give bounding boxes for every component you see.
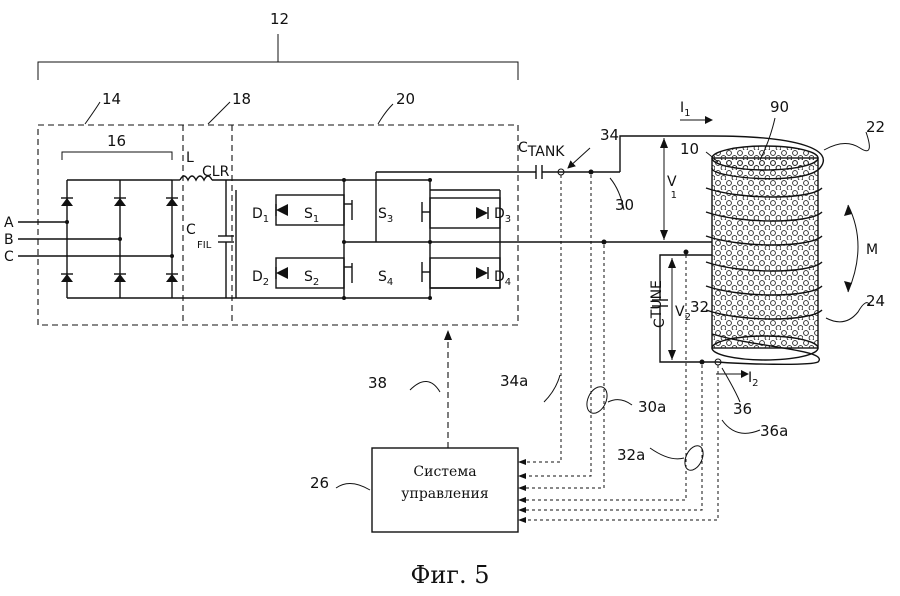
cap-fil-C: C — [186, 222, 196, 238]
power-supply-blocks: 14 18 20 — [37, 90, 519, 326]
ref-34: 34 — [600, 126, 619, 144]
ref-20: 20 — [396, 90, 415, 108]
ref-32a: 32a — [617, 446, 645, 464]
ref-38: 38 — [368, 374, 387, 392]
cap-tune: CTUNE — [649, 280, 668, 328]
cap-fil-sub: FIL — [197, 240, 212, 251]
workpiece-coil: M 90 10 22 24 — [680, 98, 885, 365]
figure-caption: Фиг. 5 — [410, 561, 489, 589]
phase-b-label: B — [4, 232, 14, 248]
mutual-M: M — [866, 242, 878, 258]
ref-14: 14 — [102, 90, 121, 108]
bracket-12: 12 — [37, 10, 519, 80]
inductor-L: L — [186, 150, 194, 166]
control-label-line2: управления — [401, 486, 489, 502]
switch-3: S3 — [378, 206, 393, 225]
ref-18: 18 — [232, 90, 251, 108]
ref-12: 12 — [270, 10, 289, 28]
filter-lc: L CLR C FIL — [172, 150, 344, 299]
control-label-line1: Система — [413, 464, 476, 480]
ref-22: 22 — [866, 118, 885, 136]
phase-a-label: A — [4, 215, 14, 231]
ref-32: 32 — [690, 298, 709, 316]
diode-2: D2 — [252, 269, 269, 288]
switch-2: S2 — [304, 269, 319, 288]
inverter-bridge: D1 S1 D2 S2 S3 D3 S4 D4 — [235, 178, 511, 300]
inductor-sub: CLR — [202, 164, 230, 180]
diode-1: D1 — [252, 206, 269, 225]
switch-4: S4 — [378, 269, 393, 288]
ref-36a: 36a — [760, 422, 788, 440]
diode-4: D4 — [494, 269, 511, 288]
phase-c-label: C — [4, 249, 14, 265]
sense-lines: 34a 30a 32a 36a 38 — [368, 175, 788, 523]
ref-26: 26 — [310, 474, 329, 492]
tune-capacitor: CTUNE V2 32 I2 36 — [649, 254, 759, 418]
ref-90: 90 — [770, 98, 789, 116]
diode-3: D3 — [494, 206, 511, 225]
ref-36: 36 — [733, 400, 752, 418]
rectifier-bridge: 16 A B C — [4, 132, 178, 299]
current-i1: I1 — [680, 100, 691, 119]
ref-16: 16 — [107, 132, 126, 150]
control-system-block: Система управления 26 — [310, 447, 519, 533]
ref-24: 24 — [866, 292, 885, 310]
switch-1: S1 — [304, 206, 319, 225]
ref-10: 10 — [680, 140, 699, 158]
voltage-v2: V2 — [675, 304, 691, 323]
ref-30a: 30a — [638, 398, 666, 416]
ref-34a: 34a — [500, 372, 528, 390]
current-i2: I2 — [748, 370, 759, 389]
ref-30: 30 — [615, 196, 634, 214]
cap-tank-C: CTANK — [518, 140, 565, 160]
